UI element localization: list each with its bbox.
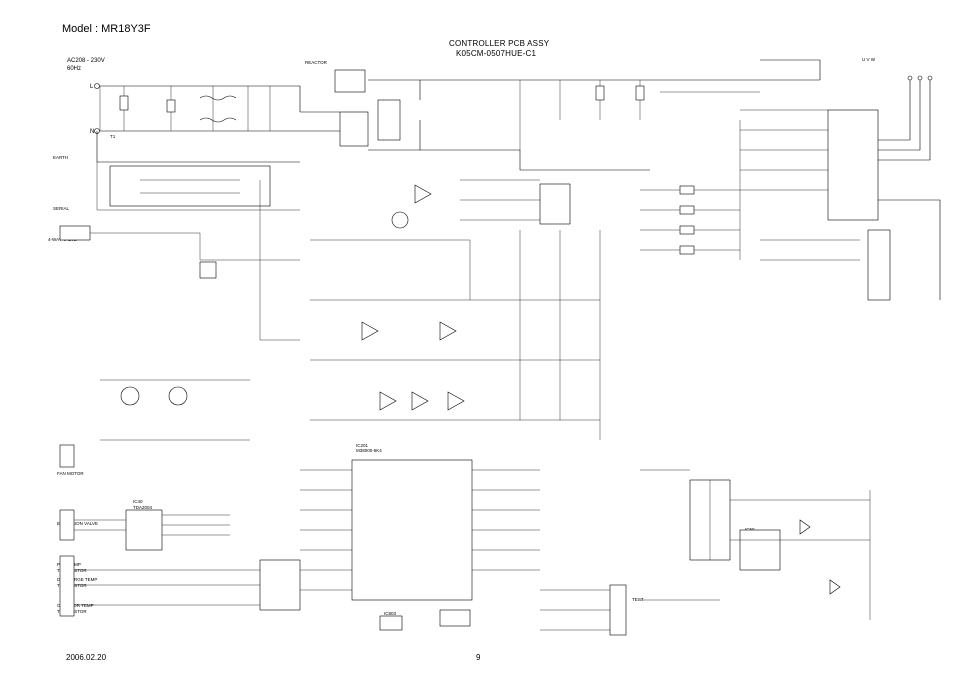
microcontroller: [300, 459, 540, 631]
power-ic-ref: IC50: [745, 527, 755, 532]
serial-label: SERIAL: [53, 206, 70, 211]
earth-label: EARTH: [53, 155, 69, 160]
test-label: TEST: [632, 597, 644, 602]
pcb-assy-title: CONTROLLER PCB ASSY: [449, 39, 550, 48]
fan-driver-section: [59, 180, 300, 468]
test-connectors: [540, 584, 627, 636]
igbt-module: [740, 75, 941, 301]
cpu-part: M38000-6K4: [356, 448, 382, 453]
driver-part: TDA2004: [133, 505, 153, 510]
svg-text:N: N: [90, 129, 94, 135]
dc-bus-section: [420, 59, 821, 171]
outdoor-temp-label: OUTDOOR TEMP: [57, 603, 94, 608]
expansion-valve-driver: [59, 509, 301, 617]
cpu-ref: IC201: [356, 443, 369, 448]
model-label: Model : MR18Y3F: [62, 23, 151, 35]
transformer-ref: T1: [110, 134, 116, 139]
rectifier-section: [300, 69, 421, 151]
switching-power-supply: [640, 469, 871, 620]
mains-input-section: L N: [90, 83, 301, 211]
analog-section: [310, 179, 601, 440]
pcb-part-number: K05CM-0507HUE-C1: [456, 49, 537, 58]
power-voltage-label: AC208 - 230V: [67, 58, 105, 64]
page-number: 9: [476, 653, 481, 662]
expansion-valve-label: EXPANSION VALVE: [57, 521, 99, 526]
eeprom-ref: IC803: [384, 611, 397, 616]
motor-terminals-label: U V W: [862, 57, 875, 62]
revision-date: 2006.02.20: [66, 653, 107, 662]
discharge-temp-label: DISCHARGE TEMP: [57, 577, 98, 582]
driver-ref: IC40: [133, 499, 143, 504]
fan-motor-label: FAN MOTOR: [57, 471, 84, 476]
gate-resistor-network: [640, 120, 860, 261]
reactor-label: REACTOR: [305, 60, 327, 65]
svg-text:L: L: [90, 84, 94, 90]
power-frequency-label: 60Hz: [67, 66, 82, 72]
